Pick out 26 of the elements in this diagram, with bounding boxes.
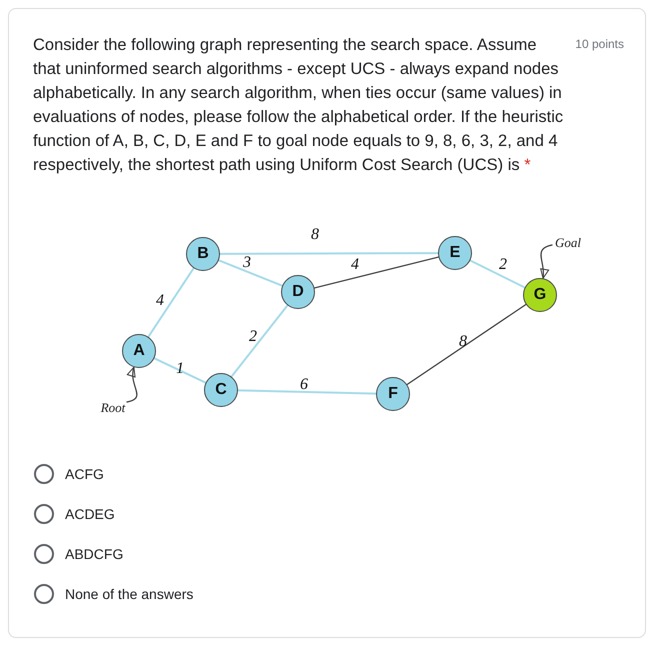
edge-label: 2: [499, 257, 507, 273]
edge-line: [237, 389, 377, 395]
handwritten-label: Root: [100, 401, 126, 415]
edge-label: 8: [459, 334, 467, 350]
edge-line: [218, 259, 284, 287]
edge-line: [230, 304, 288, 378]
question-text: Consider the following graph representing the search space. Assume that uninformed search algorithms - except UCS - always expand nodes alphabetically. In any search algorithm, when ties occur (same values) in evaluations of nodes, please follow the alphabetical order. If the heuristic function of A, B, C, D, E and F to goal node equals to 9, 8, 6, 3, 2, and 4 respectively, the shortest path using Uniform Cost Search (UCS) is *: [33, 35, 564, 176]
edge-label: 8: [311, 227, 319, 243]
edge-label: 3: [243, 255, 251, 271]
option-label: ACFG: [65, 465, 104, 483]
edge-label: 4: [156, 293, 164, 309]
edge-label: 6: [300, 377, 308, 393]
edge-line: [314, 256, 440, 288]
edge-line: [147, 267, 195, 338]
edge-label: 4: [351, 257, 359, 273]
option-label: None of the answers: [65, 585, 194, 603]
edge-label: 2: [249, 329, 257, 345]
handwritten-label: Goal: [555, 236, 581, 250]
edge-label: 1: [176, 361, 184, 377]
edge-line: [406, 304, 526, 386]
edge-line: [153, 357, 207, 384]
option-label: ACDEG: [65, 505, 115, 523]
points-label: 10 points: [574, 37, 624, 51]
edge-line: [469, 260, 526, 288]
edge-line: [219, 252, 439, 255]
option-label: ABDCFG: [65, 545, 124, 563]
